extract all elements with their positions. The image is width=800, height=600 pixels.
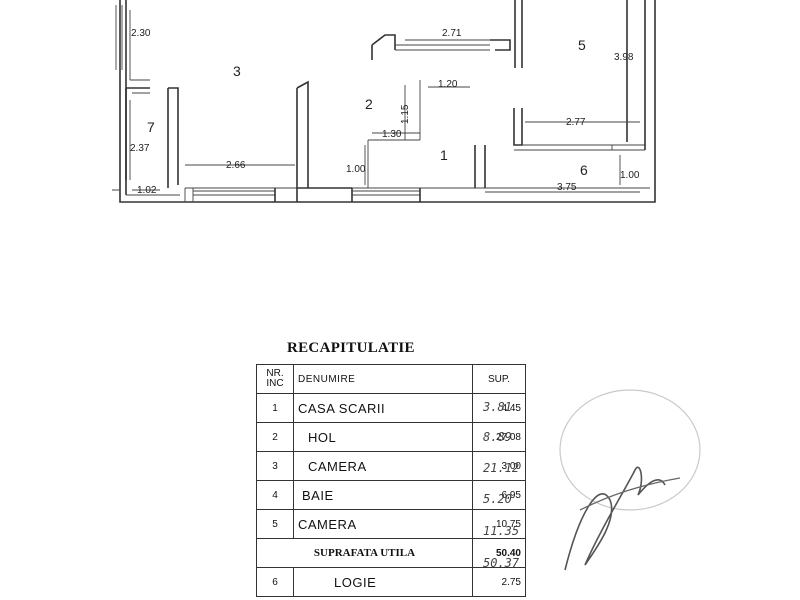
cell-name: CAMERA [293, 451, 473, 481]
dim-1-20: 1.20 [438, 79, 458, 90]
cell-name: CASA SCARII [293, 393, 473, 423]
handwritten-value: 11.35 [483, 524, 520, 538]
cell-sup: 3.00 [472, 451, 526, 481]
handwritten-value: 50.37 [483, 556, 520, 570]
plan-walls [112, 0, 656, 203]
cell-name: CAMERA [293, 509, 473, 539]
room-label-7: 7 [147, 119, 155, 135]
header-sup: SUP. [472, 364, 526, 394]
table-row: 5 CAMERA 10.75 [256, 509, 526, 539]
dim-1-15: 1.15 [400, 104, 411, 124]
cell-sup: 10.75 [472, 509, 526, 539]
room-label-2: 2 [365, 96, 373, 112]
cell-nr: 2 [256, 422, 294, 452]
cell-nr: 5 [256, 509, 294, 539]
table-header-row: NR. INC DENUMIRE SUP. [256, 364, 526, 394]
cell-sup: 2.75 [472, 567, 526, 597]
floor-plan: 3 2 1 5 6 7 2.30 2.71 3.98 1.20 1.15 1.3… [112, 0, 656, 203]
table-row: 4 BAIE 6.95 [256, 480, 526, 510]
cell-name: LOGIE [293, 567, 473, 597]
dim-1-00-b: 1.00 [620, 170, 640, 181]
table-row: 2 HOL 27.08 [256, 422, 526, 452]
room-label-6: 6 [580, 162, 588, 178]
table-row-partial: 6 LOGIE 2.75 [256, 567, 526, 597]
room-label-1: 1 [440, 147, 448, 163]
recap-table: NR. INC DENUMIRE SUP. 1 CASA SCARII 4.45… [256, 364, 526, 597]
handwritten-value: 8.89 [483, 430, 512, 444]
cell-nr: 1 [256, 393, 294, 423]
dim-2-37: 2.37 [130, 143, 150, 154]
dim-1-30: 1.30 [382, 129, 402, 140]
cell-sup: 6.95 [472, 480, 526, 510]
handwritten-value: 5.20 [483, 492, 512, 506]
dim-3-75: 3.75 [557, 182, 577, 193]
table-row: 1 CASA SCARII 4.45 [256, 393, 526, 423]
dim-2-30: 2.30 [131, 28, 151, 39]
cell-name: BAIE [293, 480, 473, 510]
cell-nr: 6 [256, 567, 294, 597]
dim-3-98: 3.98 [614, 52, 634, 63]
handwritten-value: 3.81 [483, 400, 512, 414]
stamp-circle [559, 389, 701, 511]
cell-nr: 3 [256, 451, 294, 481]
cell-nr: 4 [256, 480, 294, 510]
dim-2-66: 2.66 [226, 160, 246, 171]
signature-stroke [579, 477, 681, 511]
recap-title: RECAPITULATIE [287, 340, 415, 356]
room-label-5: 5 [578, 37, 586, 53]
stamp-signature [559, 389, 701, 571]
header-denumire: DENUMIRE [293, 364, 473, 394]
dim-1-00-a: 1.00 [346, 164, 366, 175]
dim-2-77: 2.77 [566, 117, 586, 128]
cell-sup: 4.45 [472, 393, 526, 423]
dim-2-71: 2.71 [442, 28, 462, 39]
handwritten-value: 21.12 [483, 461, 520, 475]
cell-name: HOL [293, 422, 473, 452]
dim-1-02: 1.02 [137, 185, 157, 196]
header-nr: NR. INC [256, 364, 294, 394]
summary-label: SUPRAFATA UTILA [256, 538, 473, 568]
signature-mark [564, 466, 666, 571]
room-label-3: 3 [233, 63, 241, 79]
